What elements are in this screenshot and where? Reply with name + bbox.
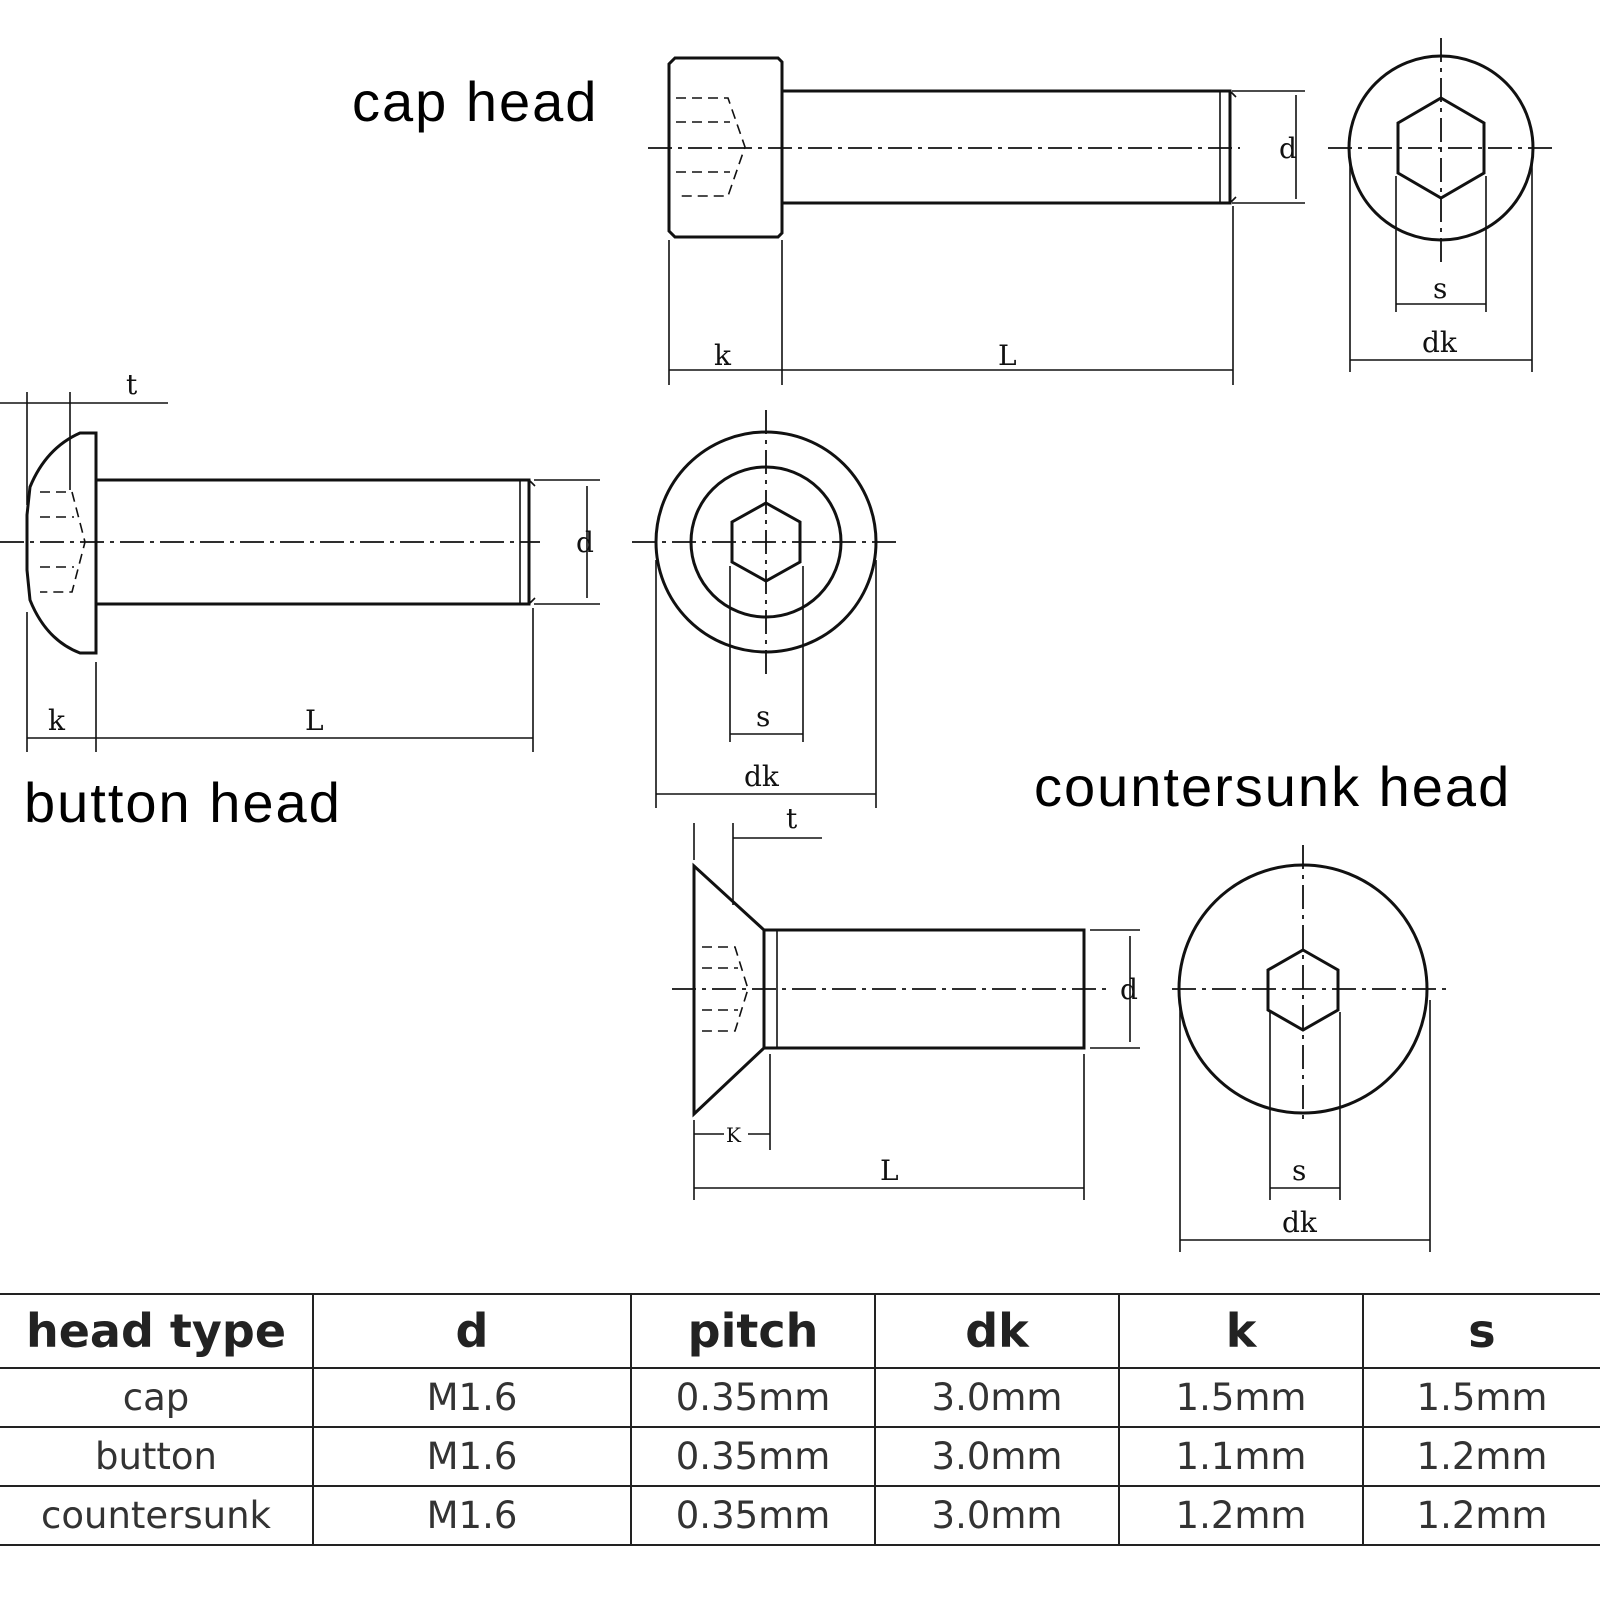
cap-d-label: d xyxy=(1279,132,1297,165)
cell-s: 1.5mm xyxy=(1362,1367,1600,1428)
cell-pitch: 0.35mm xyxy=(630,1426,876,1487)
button-dk-label: dk xyxy=(744,760,780,793)
cell-k: 1.5mm xyxy=(1118,1367,1364,1428)
table-row: cap M1.6 0.35mm 3.0mm 1.5mm 1.5mm xyxy=(0,1367,1600,1428)
button-k-label: k xyxy=(48,704,66,737)
cap-head-side-view: k L d xyxy=(648,56,1305,385)
header-pitch: pitch xyxy=(630,1293,876,1369)
cap-s-label: s xyxy=(1433,272,1447,305)
cap-k-label: k xyxy=(714,339,732,372)
cell-d: M1.6 xyxy=(312,1367,632,1428)
cell-head-type: cap xyxy=(0,1367,314,1428)
header-d: d xyxy=(312,1293,632,1369)
cap-L-label: L xyxy=(998,339,1017,372)
cell-dk: 3.0mm xyxy=(874,1426,1120,1487)
cell-d: M1.6 xyxy=(312,1426,632,1487)
cap-head-end-view: s dk xyxy=(1328,38,1555,372)
button-head-side-view: t k L d xyxy=(0,368,600,752)
countersunk-dk-label: dk xyxy=(1282,1206,1318,1239)
cell-dk: 3.0mm xyxy=(874,1485,1120,1546)
screw-drawings: k L d s dk t xyxy=(0,38,1555,1252)
countersunk-s-label: s xyxy=(1292,1154,1306,1187)
cell-s: 1.2mm xyxy=(1362,1485,1600,1546)
button-head-end-view: s dk xyxy=(632,410,900,808)
button-s-label: s xyxy=(756,700,770,733)
cell-head-type: button xyxy=(0,1426,314,1487)
button-head-title: button head xyxy=(24,771,342,834)
cell-dk: 3.0mm xyxy=(874,1367,1120,1428)
cell-pitch: 0.35mm xyxy=(630,1485,876,1546)
cell-pitch: 0.35mm xyxy=(630,1367,876,1428)
countersunk-d-label: d xyxy=(1120,973,1138,1006)
button-d-label: d xyxy=(576,526,594,559)
cap-head-title: cap head xyxy=(352,70,598,133)
cell-k: 1.2mm xyxy=(1118,1485,1364,1546)
countersunk-head-side-view: t K L d xyxy=(672,802,1140,1200)
header-head-type: head type xyxy=(0,1293,314,1369)
cap-dk-label: dk xyxy=(1422,326,1458,359)
table-row: button M1.6 0.35mm 3.0mm 1.1mm 1.2mm xyxy=(0,1426,1600,1487)
cell-head-type: countersunk xyxy=(0,1485,314,1546)
header-s: s xyxy=(1362,1293,1600,1369)
cell-s: 1.2mm xyxy=(1362,1426,1600,1487)
table-header-row: head type d pitch dk k s xyxy=(0,1293,1600,1369)
header-k: k xyxy=(1118,1293,1364,1369)
button-L-label: L xyxy=(305,704,324,737)
countersunk-head-end-view: s dk xyxy=(1172,845,1450,1252)
countersunk-K-label: K xyxy=(726,1123,742,1147)
spec-table: head type d pitch dk k s cap M1.6 0.35mm… xyxy=(0,1293,1600,1546)
countersunk-head-title: countersunk head xyxy=(1034,755,1511,818)
cell-d: M1.6 xyxy=(312,1485,632,1546)
table-row: countersunk M1.6 0.35mm 3.0mm 1.2mm 1.2m… xyxy=(0,1485,1600,1546)
button-t-label: t xyxy=(126,368,138,401)
countersunk-t-label: t xyxy=(786,802,798,835)
countersunk-L-label: L xyxy=(880,1154,899,1187)
header-dk: dk xyxy=(874,1293,1120,1369)
cell-k: 1.1mm xyxy=(1118,1426,1364,1487)
